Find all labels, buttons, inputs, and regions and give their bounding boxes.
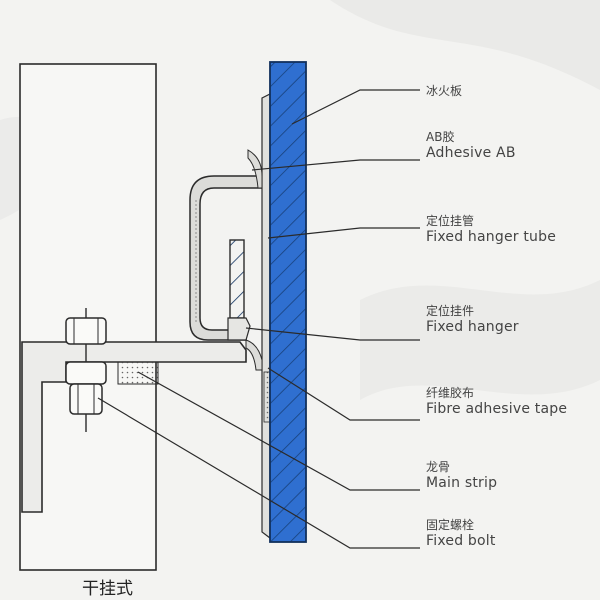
label-fixed-hanger-tube-en: Fixed hanger tube: [426, 229, 557, 245]
leader-ice-fire-board: [291, 89, 420, 125]
label-fibre-adhesive-tape-en: Fibre adhesive tape: [426, 401, 568, 417]
fixed-hanger-shape: [227, 239, 251, 341]
label-fixed-bolt-zh: 固定螺栓: [426, 518, 475, 532]
leader-fixed-bolt: [97, 397, 420, 549]
label-main-strip-en: Main strip: [426, 475, 498, 491]
leader-fibre-adhesive-tape: [267, 367, 420, 421]
diagram-caption: 干挂式: [82, 579, 133, 599]
leader-main-strip: [137, 371, 420, 491]
label-fixed-hanger-en: Fixed hanger: [426, 319, 519, 335]
label-fixed-hanger-tube-zh: 定位挂管: [426, 214, 475, 228]
label-fixed-bolt-en: Fixed bolt: [426, 533, 496, 549]
label-main-strip-zh: 龙骨: [426, 460, 451, 474]
ice-fire-board-panel: [269, 61, 307, 543]
label-fixed-hanger-zh: 定位挂件: [426, 304, 475, 318]
fixed-bolt-shape: [65, 308, 107, 432]
label-ice-fire-board-zh: 冰火板: [426, 84, 463, 98]
label-fibre-adhesive-tape-zh: 纤维胶布: [426, 386, 475, 400]
label-adhesive-ab-zh: AB胶: [426, 130, 455, 144]
main-strip-shape: [117, 361, 159, 385]
adhesive-ab-layer: [245, 93, 271, 540]
leader-adhesive-ab: [251, 159, 420, 171]
label-adhesive-ab-en: Adhesive AB: [426, 145, 516, 161]
leader-fixed-hanger: [245, 327, 420, 341]
leader-fixed-hanger-tube: [267, 227, 420, 239]
fixed-hanger-tube-shape: [189, 175, 263, 341]
leader-lines: [97, 89, 420, 549]
